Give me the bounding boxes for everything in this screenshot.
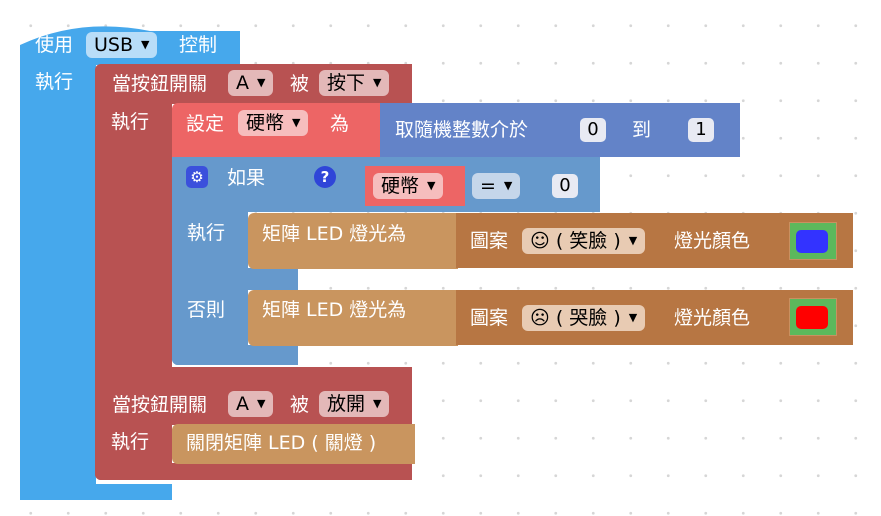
set-label: 設定 xyxy=(186,113,225,135)
port-dropdown[interactable]: USB▼ xyxy=(86,32,158,58)
event2-button-dropdown[interactable]: A▼ xyxy=(228,391,274,417)
pattern2-dropdown[interactable]: ☹ ( 哭臉 )▼ xyxy=(522,305,646,331)
event1-footer xyxy=(95,367,412,385)
event2-label: 當按鈕開關 xyxy=(112,394,208,416)
random-integer-block[interactable] xyxy=(380,103,740,157)
compare-variable-dropdown[interactable]: 硬幣▼ xyxy=(373,173,444,199)
do-label: 執行 xyxy=(35,71,74,93)
event1-label: 當按鈕開關 xyxy=(112,73,208,95)
if-do-label: 執行 xyxy=(187,222,226,244)
operator-dropdown[interactable]: =▼ xyxy=(472,173,521,199)
red-swatch xyxy=(796,306,828,329)
if-middle-bar xyxy=(172,268,298,290)
use-label: 使用 xyxy=(35,34,74,56)
pattern1-dropdown[interactable]: ☺ ( 笑臉 )▼ xyxy=(522,228,646,254)
event1-action-dropdown[interactable]: 按下▼ xyxy=(319,70,390,96)
control-label: 控制 xyxy=(179,34,218,56)
help-icon[interactable]: ? xyxy=(314,166,336,188)
event2-action-dropdown[interactable]: 放開▼ xyxy=(319,391,390,417)
event1-by-label: 被 xyxy=(290,73,310,95)
random-to-input[interactable]: 1 xyxy=(688,118,714,142)
color-picker-1[interactable] xyxy=(789,222,837,260)
event2-by-label: 被 xyxy=(290,394,310,416)
color2-label: 燈光顏色 xyxy=(674,307,751,329)
led-off-block[interactable] xyxy=(172,424,415,464)
led-off-label: 關閉矩陣 LED ( 關燈 ) xyxy=(186,432,377,454)
pattern1-label: 圖案 xyxy=(470,230,509,252)
led-set-block-1[interactable] xyxy=(248,213,458,269)
as-label: 為 xyxy=(330,113,350,135)
else-label: 否則 xyxy=(187,299,226,321)
event2-do-label: 執行 xyxy=(111,431,150,453)
set-variable-dropdown[interactable]: 硬幣▼ xyxy=(238,110,309,136)
usb-control-footer xyxy=(20,484,172,500)
event1-do-label: 執行 xyxy=(111,111,150,133)
led-set-block-2[interactable] xyxy=(248,290,458,346)
led2-label: 矩陣 LED 燈光為 xyxy=(262,299,407,321)
if-footer xyxy=(172,345,298,365)
blue-swatch xyxy=(796,230,828,253)
color-picker-2[interactable] xyxy=(789,298,837,336)
random-from-input[interactable]: 0 xyxy=(580,118,606,142)
pattern2-label: 圖案 xyxy=(470,307,509,329)
if-label: 如果 xyxy=(227,167,266,189)
usb-control-body xyxy=(20,58,96,500)
random-label: 取隨機整數介於 xyxy=(395,119,529,141)
gear-icon[interactable]: ⚙ xyxy=(186,166,208,188)
event1-body xyxy=(95,100,172,390)
to-label: 到 xyxy=(632,119,652,141)
color1-label: 燈光顏色 xyxy=(674,230,751,252)
event2-footer xyxy=(95,463,412,480)
led1-label: 矩陣 LED 燈光為 xyxy=(262,223,407,245)
compare-value-input[interactable]: 0 xyxy=(552,174,578,198)
event1-button-dropdown[interactable]: A▼ xyxy=(228,70,274,96)
